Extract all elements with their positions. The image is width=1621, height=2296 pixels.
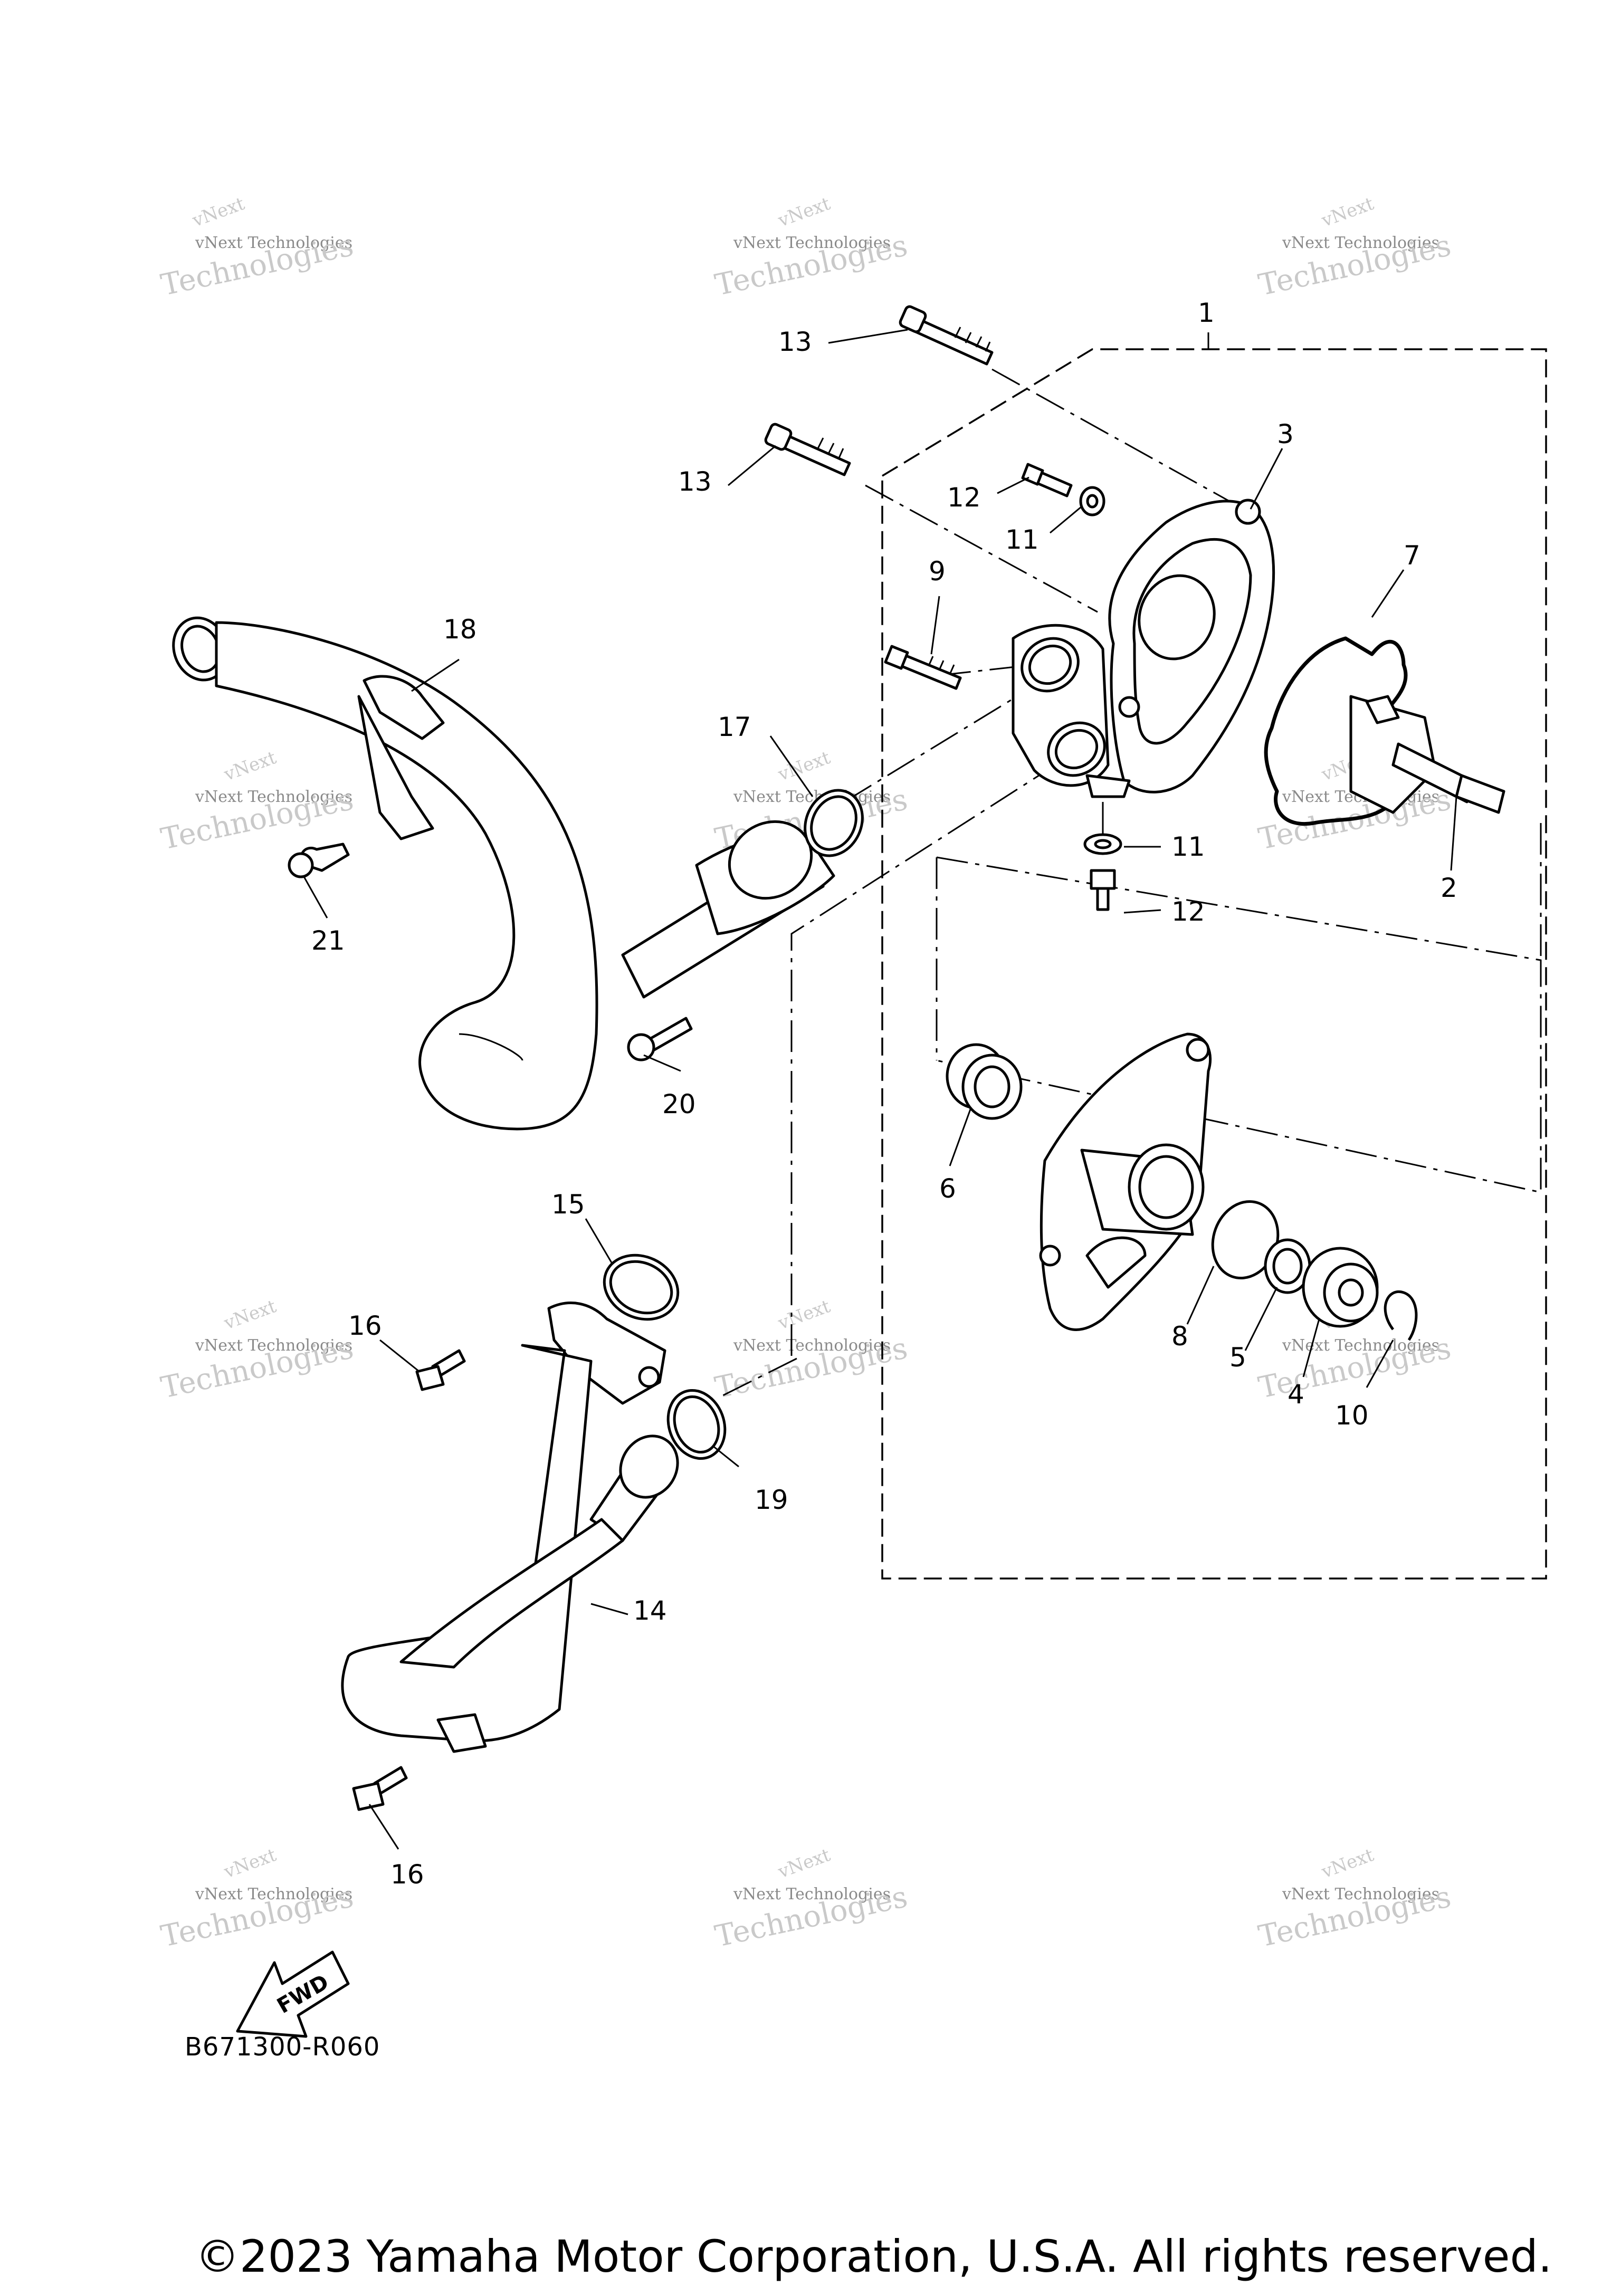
svg-text:vNext: vNext — [1318, 193, 1377, 232]
callouts: 1 2 3 4 5 6 7 8 9 10 11 11 12 12 13 13 1… — [311, 298, 1457, 1890]
svg-text:vNext: vNext — [1318, 1844, 1377, 1883]
impeller-2 — [1349, 695, 1505, 814]
svg-text:vNext: vNext — [221, 1844, 279, 1883]
svg-text:vNext Technologies: vNext Technologies — [195, 1336, 352, 1355]
svg-text:vNext Technologies: vNext Technologies — [733, 1336, 891, 1355]
washer-11-lower — [1083, 833, 1122, 855]
callout-3[interactable]: 3 — [1277, 419, 1294, 449]
svg-text:vNext Technologies: vNext Technologies — [195, 234, 352, 252]
leader-lines — [302, 329, 1457, 1850]
callout-10[interactable]: 10 — [1335, 1400, 1369, 1431]
bearing-4 — [1302, 1247, 1379, 1328]
callout-19[interactable]: 19 — [755, 1485, 788, 1515]
pump-cover — [1039, 1032, 1212, 1331]
svg-text:vNext: vNext — [775, 1844, 833, 1883]
callout-13-upper[interactable]: 13 — [778, 327, 812, 357]
callout-17[interactable]: 17 — [718, 712, 751, 742]
svg-text:vNext: vNext — [775, 1296, 833, 1334]
svg-text:vNext Technologies: vNext Technologies — [195, 788, 352, 806]
bolt-16-upper — [415, 1349, 466, 1391]
circlip-10 — [1384, 1290, 1418, 1341]
svg-text:vNext Technologies: vNext Technologies — [1282, 234, 1439, 252]
watermark: vNext vNext Technologies Technologies — [1255, 1844, 1454, 1954]
callout-11-upper[interactable]: 11 — [1005, 524, 1039, 555]
alignment-lines — [717, 368, 1542, 1399]
callout-5[interactable]: 5 — [1229, 1342, 1246, 1373]
watermark: vNext vNext Technologies Technologies — [158, 193, 356, 303]
svg-text:vNext Technologies: vNext Technologies — [1282, 1336, 1439, 1355]
watermark: vNext vNext Technologies Technologies — [712, 1844, 910, 1954]
callout-12-upper[interactable]: 12 — [947, 482, 981, 513]
svg-text:vNext: vNext — [189, 193, 247, 232]
diagram-code: B671300-R060 — [185, 2032, 380, 2062]
callout-20[interactable]: 20 — [662, 1089, 696, 1120]
callout-9[interactable]: 9 — [929, 556, 946, 587]
callout-16-lower[interactable]: 16 — [390, 1859, 424, 1890]
bolt-20 — [627, 1017, 693, 1061]
bolt-12-lower — [1090, 869, 1116, 911]
callout-4[interactable]: 4 — [1288, 1379, 1304, 1410]
assembly-outline — [881, 348, 1547, 1580]
copyright-notice: ©2023 Yamaha Motor Corporation, U.S.A. A… — [195, 2231, 1552, 2282]
svg-text:vNext: vNext — [221, 747, 279, 786]
watermark: vNext vNext Technologies Technologies — [712, 193, 910, 303]
svg-text:vNext Technologies: vNext Technologies — [733, 1885, 891, 1903]
bolt-13-upper — [899, 305, 994, 366]
callout-13-lower[interactable]: 13 — [678, 466, 712, 497]
svg-text:vNext: vNext — [221, 1296, 279, 1334]
callout-21[interactable]: 21 — [311, 925, 345, 956]
callout-1[interactable]: 1 — [1198, 298, 1215, 328]
callout-12-lower[interactable]: 12 — [1171, 896, 1205, 927]
callout-11-lower[interactable]: 11 — [1171, 831, 1205, 862]
bolt-12-upper — [1021, 463, 1073, 498]
washer-11-upper — [1079, 486, 1105, 516]
bolt-9 — [884, 645, 962, 690]
svg-text:vNext: vNext — [775, 193, 833, 232]
callout-16-upper[interactable]: 16 — [348, 1310, 382, 1341]
pump-housing-3 — [1012, 499, 1275, 798]
fwd-arrow-icon: FWD — [236, 1950, 350, 2038]
watermark: vNext vNext Technologies Technologies — [158, 1844, 356, 1954]
svg-text:vNext Technologies: vNext Technologies — [195, 1885, 352, 1903]
callout-15[interactable]: 15 — [551, 1189, 585, 1220]
o-ring-15 — [603, 1254, 680, 1321]
svg-text:vNext Technologies: vNext Technologies — [733, 234, 891, 252]
watermark: vNext vNext Technologies Technologies — [712, 1296, 910, 1405]
callout-2[interactable]: 2 — [1441, 873, 1457, 903]
o-ring-17 — [804, 789, 864, 857]
callout-6[interactable]: 6 — [939, 1173, 956, 1204]
bolt-21 — [288, 843, 350, 878]
svg-text:vNext Technologies: vNext Technologies — [733, 788, 891, 806]
watermark: vNext vNext Technologies Technologies — [158, 1296, 356, 1405]
pipe-14 — [341, 1302, 679, 1753]
bolt-16-lower — [352, 1766, 408, 1811]
pipe-18 — [172, 616, 835, 1131]
callout-7[interactable]: 7 — [1404, 540, 1420, 571]
watermark: vNext vNext Technologies Technologies — [1255, 193, 1454, 303]
svg-text:vNext: vNext — [775, 747, 833, 786]
callout-8[interactable]: 8 — [1171, 1321, 1188, 1352]
callout-18[interactable]: 18 — [443, 614, 477, 645]
bolt-13-lower — [764, 423, 851, 476]
gasket-7 — [1264, 636, 1408, 826]
svg-text:vNext Technologies: vNext Technologies — [1282, 1885, 1439, 1903]
callout-14[interactable]: 14 — [633, 1595, 667, 1626]
watermark: vNext vNext Technologies Technologies — [158, 747, 356, 857]
seal-6 — [946, 1043, 1023, 1120]
o-ring-19 — [666, 1389, 727, 1460]
